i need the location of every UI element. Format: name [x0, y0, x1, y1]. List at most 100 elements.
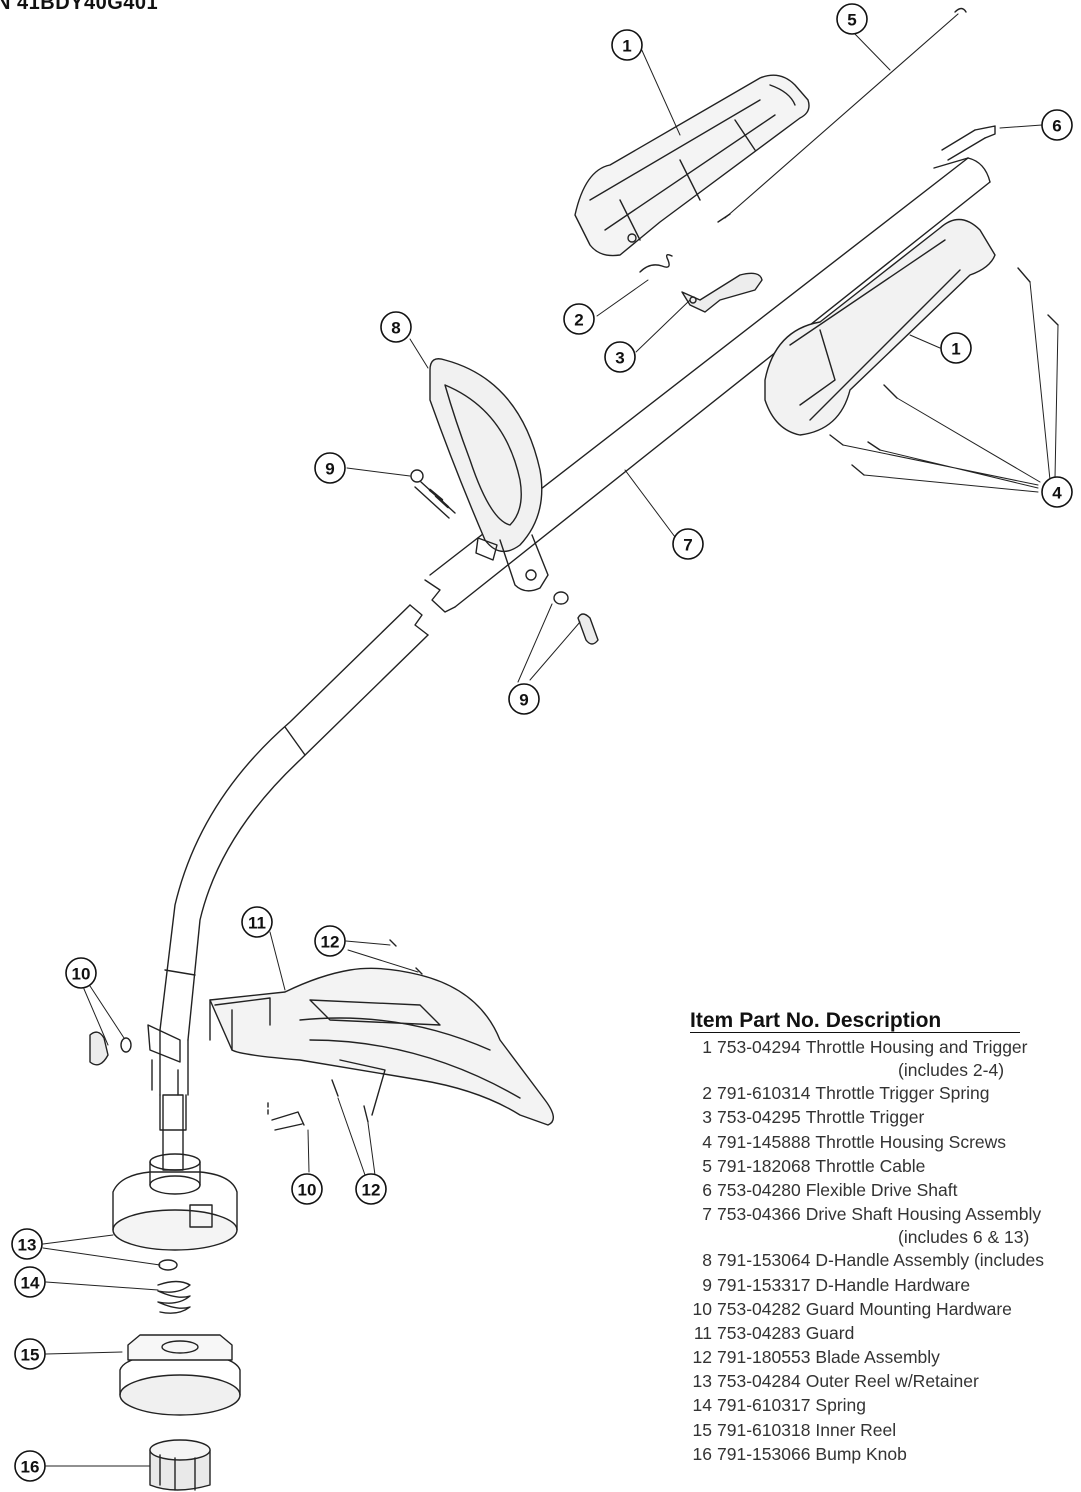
part-description: D-Handle Hardware: [815, 1274, 971, 1295]
part-number: 753-04283: [717, 1322, 801, 1343]
part-description: D-Handle Assembly (includes: [815, 1250, 1044, 1271]
callout-number: 12: [321, 933, 340, 952]
model-number-title: N 41BDY40G401: [0, 0, 159, 14]
drive-shaft-housing-curve: [159, 604, 429, 1096]
callout-leader-lines: [42, 31, 1043, 1467]
part-description: Throttle Trigger: [805, 1107, 925, 1128]
callout-number: 7: [683, 536, 692, 555]
bump-knob: [149, 1439, 211, 1491]
part-item-number: 9: [702, 1274, 712, 1295]
part-number: 753-04280: [717, 1179, 801, 1200]
part-description: Spring: [815, 1395, 867, 1416]
reel-spring: [157, 1280, 191, 1314]
callout-number: 1: [951, 340, 960, 359]
part-number: 791-182068: [717, 1155, 811, 1176]
part-item-number: 4: [702, 1131, 712, 1152]
part-item-number: 5: [702, 1155, 712, 1176]
callout-number: 15: [21, 1346, 40, 1365]
part-number: 791-153317: [717, 1274, 811, 1295]
callout-circle: [672, 528, 704, 560]
drive-shaft-stub: [162, 1094, 184, 1171]
callout-number: 6: [1052, 117, 1061, 136]
part-item-number: 6: [702, 1179, 712, 1200]
callout-number: 16: [21, 1458, 40, 1477]
callout-circle: [1041, 109, 1073, 141]
throttle-housing-screws: [829, 267, 1059, 476]
part-description: Bump Knob: [815, 1443, 907, 1464]
callout-circle: [314, 925, 346, 957]
part-number: 753-04282: [717, 1298, 801, 1319]
shaft-break-mark: [424, 579, 456, 613]
part-number: 753-04295: [717, 1107, 801, 1128]
part-number: 753-04284: [717, 1371, 801, 1392]
part-number: 753-04366: [717, 1204, 801, 1225]
callout-number: 13: [18, 1236, 37, 1255]
callout-bubbles: [11, 3, 1073, 1482]
part-number: 791-180553: [717, 1347, 811, 1368]
part-description: Inner Reel: [815, 1419, 897, 1440]
callout-number: 3: [615, 349, 624, 368]
throttle-housing-half-upper: [574, 74, 810, 257]
grass-guard: [209, 967, 554, 1126]
callout-circle: [14, 1338, 46, 1370]
part-description: Flexible Drive Shaft: [805, 1179, 958, 1200]
header-item: Item: [690, 1009, 734, 1032]
callout-circle: [563, 303, 595, 335]
callout-number: 9: [325, 460, 334, 479]
d-handle-bolt: [410, 469, 456, 519]
callout-number: 10: [298, 1181, 317, 1200]
callout-number: 14: [21, 1274, 40, 1293]
part-item-number: 8: [702, 1250, 712, 1271]
part-description: Throttle Trigger Spring: [815, 1083, 990, 1104]
part-number: 791-153064: [717, 1250, 811, 1271]
callout-circle: [241, 906, 273, 938]
inner-reel: [119, 1334, 241, 1416]
callout-number: 1: [622, 37, 631, 56]
part-description: Throttle Housing Screws: [815, 1131, 1007, 1152]
callout-number: 5: [847, 11, 856, 30]
callout-number: 11: [248, 914, 266, 933]
reel-retainer: [158, 1259, 178, 1271]
part-number: 791-610317: [717, 1395, 811, 1416]
part-item-number: 3: [702, 1107, 712, 1128]
callout-circle: [355, 1173, 387, 1205]
callout-circle: [14, 1450, 46, 1482]
callout-number: 9: [519, 691, 528, 710]
callout-circle: [604, 341, 636, 373]
callout-circle: [1041, 476, 1073, 508]
callout-number: 8: [391, 319, 400, 338]
callout-circle: [65, 957, 97, 989]
throttle-housing-half-lower: [764, 218, 996, 436]
part-item-number: 12: [692, 1347, 712, 1368]
part-number: 791-145888: [717, 1131, 811, 1152]
flexible-drive-shaft: [933, 125, 996, 169]
part-note: (includes 2-4): [898, 1060, 1005, 1081]
part-number: 753-04294: [717, 1037, 801, 1057]
blade-screws: [331, 939, 423, 1123]
part-item-number: 2: [702, 1083, 712, 1104]
guard-mounting-hardware: [89, 1031, 305, 1131]
part-number: 791-610314: [717, 1083, 811, 1104]
shaft-break-mark: [409, 604, 429, 636]
callout-number: 2: [574, 311, 583, 330]
throttle-trigger-spring: [639, 253, 673, 273]
callout-number: 4: [1052, 484, 1062, 503]
callout-circle: [11, 1228, 43, 1260]
part-description: Blade Assembly: [815, 1347, 940, 1368]
